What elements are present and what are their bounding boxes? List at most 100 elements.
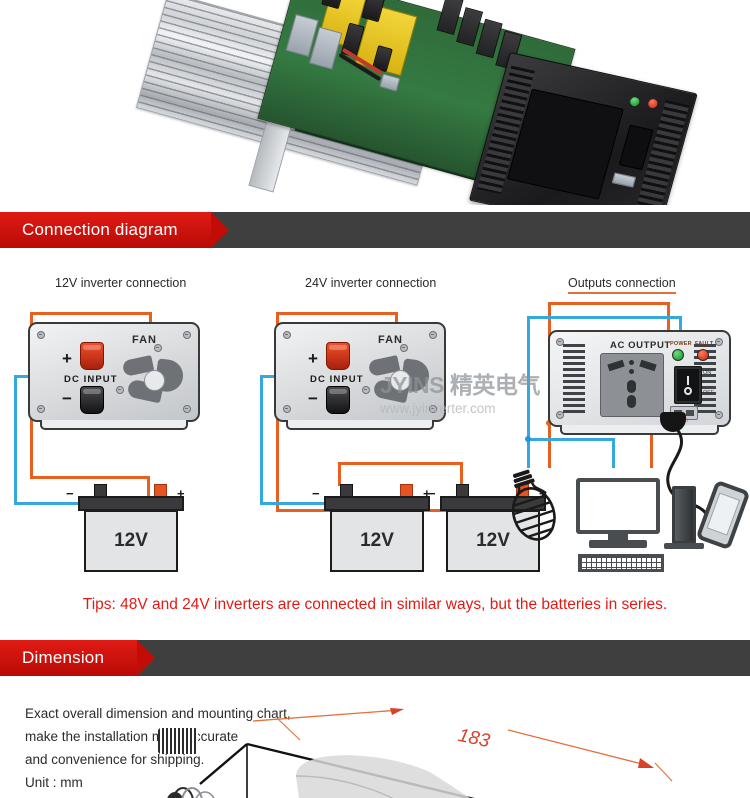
tower-base <box>664 543 704 549</box>
battery-negative-sign: − <box>66 486 74 501</box>
socket-slot <box>627 380 636 393</box>
dc-input-label: DC INPUT <box>310 374 364 385</box>
dimension-line-4: Unit : mm <box>25 775 83 790</box>
diagram-label-12v: 12V inverter connection <box>55 276 187 290</box>
monitor-neck <box>608 532 628 541</box>
fan-label: FAN <box>378 334 403 346</box>
switch-off-mark <box>684 386 692 395</box>
dc-positive-terminal[interactable] <box>326 342 350 370</box>
screw-icon <box>556 338 564 346</box>
section-title: Connection diagram <box>22 220 178 239</box>
wire-neutral <box>679 316 682 332</box>
socket-slot <box>639 359 657 372</box>
wire-negative <box>14 375 17 505</box>
wire-negative <box>260 502 348 505</box>
ac-output-label: AC OUTPUT <box>610 340 671 351</box>
usb-port-icon <box>611 172 637 188</box>
positive-sign: + <box>62 349 72 368</box>
mounting-knurl <box>158 728 198 754</box>
dimension-content: Exact overall dimension and mounting cha… <box>0 688 750 798</box>
battery-positive-sign: + <box>177 486 185 501</box>
diagram-label-24v: 24V inverter connection <box>305 276 437 290</box>
tips-text: Tips: 48V and 24V inverters are connecte… <box>82 596 668 613</box>
switch-on-label: ON <box>703 370 712 376</box>
battery-voltage: 12V <box>114 530 148 551</box>
power-led <box>672 349 684 361</box>
appliance-cfl-bulb <box>509 469 556 541</box>
inverter-foot <box>40 420 188 430</box>
fault-led-icon <box>647 98 659 109</box>
fault-led-label: FAULT <box>695 341 714 347</box>
vent-slots-left <box>563 344 585 416</box>
screw-icon <box>429 331 437 339</box>
screw-icon <box>715 338 723 346</box>
wire-neutral <box>612 438 615 468</box>
fan-icon <box>121 348 186 412</box>
dimension-line-3: and convenience for shipping. <box>25 752 205 767</box>
wire-neutral <box>527 438 615 441</box>
wire-positive <box>147 476 150 498</box>
screw-icon <box>183 405 191 413</box>
wire-neutral <box>527 316 530 468</box>
usb-plug <box>660 412 686 432</box>
wire-positive <box>30 476 150 479</box>
wire-neutral <box>527 316 682 319</box>
battery-positive-sign: + <box>423 486 431 501</box>
output-panel-foot <box>560 425 719 435</box>
power-led-label: POWER <box>670 341 692 347</box>
diagram-label-outputs: Outputs connection <box>568 276 676 294</box>
power-switch[interactable] <box>674 366 702 404</box>
output-panel: AC OUTPUT POWER FAULT <box>548 330 731 427</box>
fault-led <box>697 349 709 361</box>
fan-label: FAN <box>132 334 157 346</box>
battery-negative-sign: − <box>312 486 320 501</box>
socket-slot <box>629 369 634 374</box>
screw-icon <box>283 331 291 339</box>
battery-negative-sign: − <box>428 486 436 501</box>
screw-icon <box>37 405 45 413</box>
screw-icon <box>429 405 437 413</box>
connector-icon <box>379 73 401 92</box>
battery-voltage: 12V <box>476 530 510 551</box>
switch-on-mark <box>687 375 689 385</box>
wire-negative <box>14 502 102 505</box>
screw-icon <box>37 331 45 339</box>
switch-off-label: OFF <box>703 390 714 396</box>
battery-body: 12V <box>330 510 424 572</box>
section-banner-connection: Connection diagram <box>0 212 750 248</box>
phone-screen <box>706 492 741 536</box>
appliance-tower <box>672 486 696 544</box>
section-tag: Connection diagram <box>0 212 229 248</box>
wire-series-jumper <box>338 462 341 486</box>
dc-negative-terminal[interactable] <box>326 386 350 414</box>
section-tag: Dimension <box>0 640 156 676</box>
dimension-line-1: Exact overall dimension and mounting cha… <box>25 706 291 721</box>
section-title: Dimension <box>22 648 105 667</box>
monitor-base <box>589 540 647 548</box>
wire-positive <box>30 312 152 315</box>
wire-positive <box>276 312 398 315</box>
dimension-drawing <box>167 708 673 798</box>
screw-icon <box>116 386 124 394</box>
battery-voltage: 12V <box>360 530 394 551</box>
power-led-icon <box>629 96 641 107</box>
screw-icon <box>283 405 291 413</box>
dc-positive-terminal[interactable] <box>80 342 104 370</box>
dc-negative-terminal[interactable] <box>80 386 104 414</box>
fan-icon <box>367 348 432 412</box>
socket-slot <box>629 360 634 365</box>
battery-top <box>78 496 184 511</box>
dc-input-label: DC INPUT <box>64 374 118 385</box>
inverter-foot <box>286 420 434 430</box>
screw-icon <box>183 331 191 339</box>
negative-sign: − <box>62 389 72 408</box>
inverter-24v: + DC INPUT − FAN <box>274 322 446 422</box>
ac-socket[interactable] <box>600 353 664 417</box>
socket-slot <box>627 395 636 408</box>
negative-sign: − <box>308 389 318 408</box>
screw-icon <box>362 386 370 394</box>
battery-top <box>324 496 430 511</box>
battery-body: 12V <box>84 510 178 572</box>
screw-icon <box>154 344 162 352</box>
